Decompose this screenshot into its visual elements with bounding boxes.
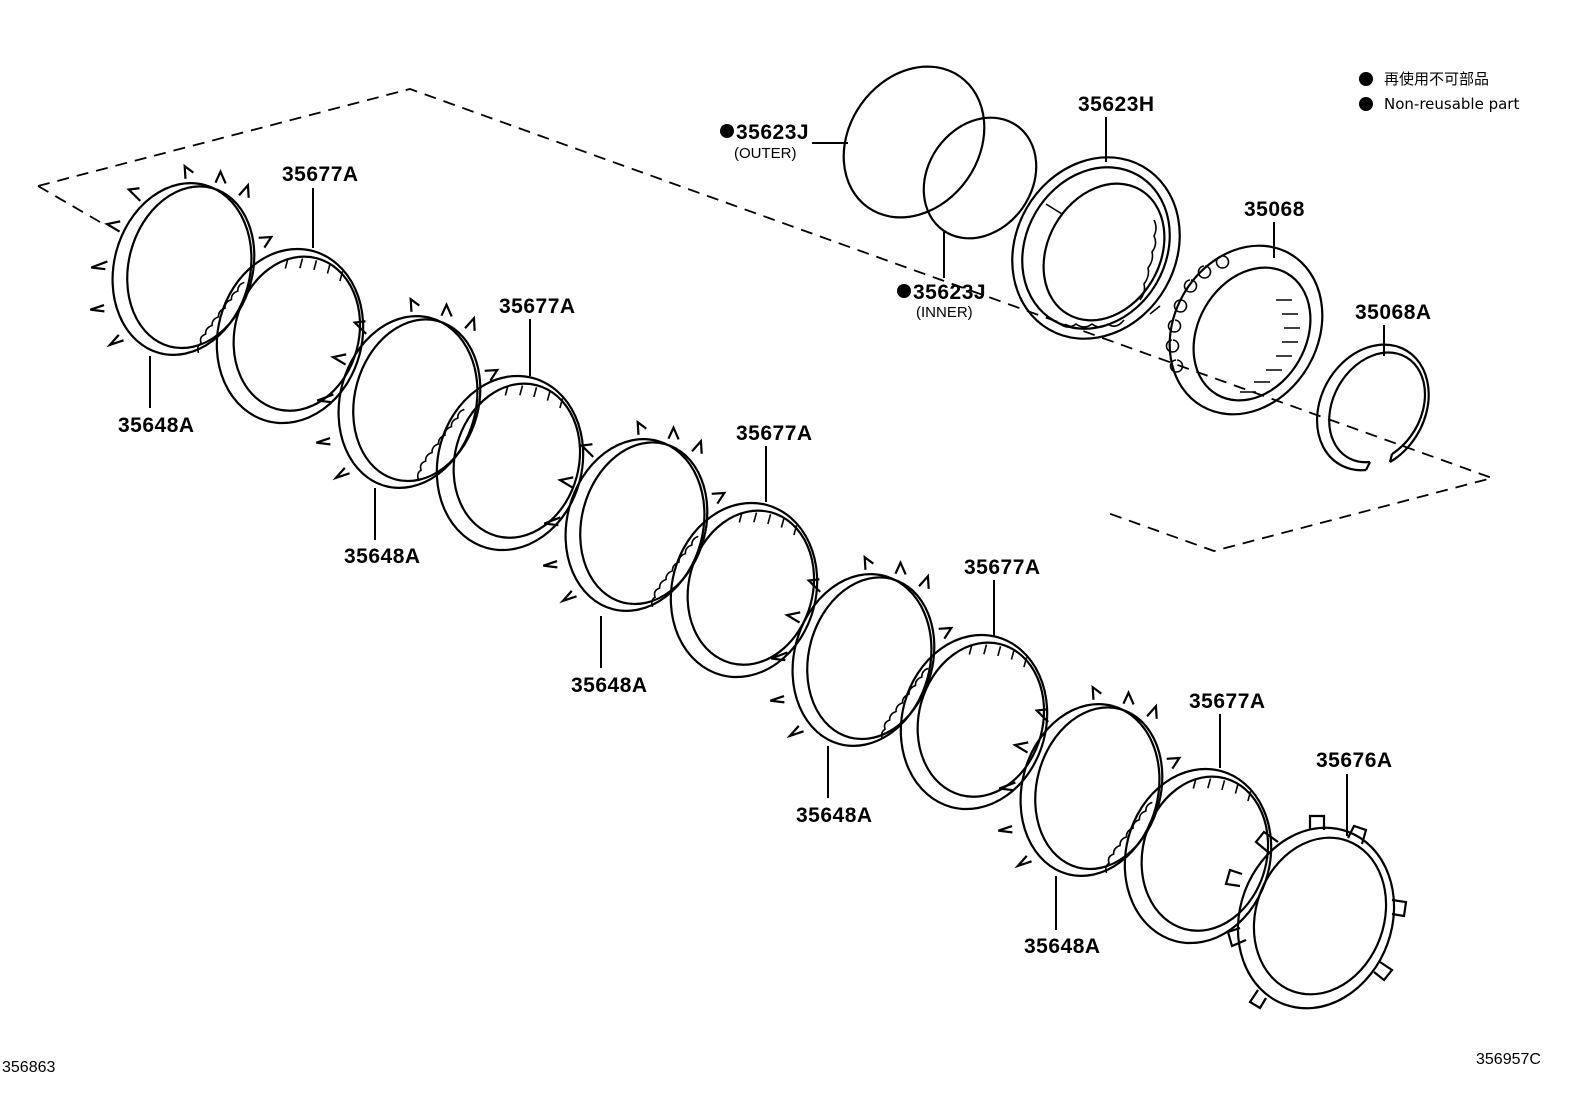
o-ring-inner: [922, 116, 1038, 240]
label-35648a: 35648A: [571, 674, 648, 697]
label-35068: 35068: [1244, 198, 1305, 221]
label-35623h: 35623H: [1078, 93, 1155, 116]
steel-plate-35648a: [980, 665, 1194, 901]
non-reusable-bullet-icon: [720, 124, 734, 138]
label-35677a: 35677A: [964, 556, 1041, 579]
label-35068a: 35068A: [1355, 301, 1432, 324]
label-35623j-outer: 35623J: [736, 121, 809, 144]
label-35677a: 35677A: [736, 422, 813, 445]
figure-code-right: 356957C: [1476, 1051, 1541, 1068]
legend-jp: 再使用不可部品: [1384, 70, 1489, 88]
steel-plate-35648a: [752, 535, 966, 771]
label-35677a: 35677A: [499, 295, 576, 318]
o-ring-outer: [842, 65, 986, 219]
figure-code-left: 356863: [2, 1059, 55, 1076]
label-35677a: 35677A: [282, 163, 359, 186]
friction-disc-35677a: [1091, 747, 1292, 961]
steel-plate-35648a: [525, 400, 739, 636]
steel-plate-35648a: [298, 277, 512, 513]
friction-disc-35677a: [867, 613, 1068, 827]
dashed-frame-left: [37, 185, 101, 223]
bullet-icon: [1359, 72, 1373, 86]
label-35648a: 35648A: [118, 414, 195, 437]
friction-disc-35677a: [403, 354, 604, 568]
label-35623j-inner: 35623J: [913, 281, 986, 304]
label-inner: (INNER): [916, 304, 973, 321]
return-spring-35068: [1165, 244, 1324, 416]
dashed-frame: [37, 88, 1496, 552]
label-35677a: 35677A: [1189, 690, 1266, 713]
label-35648a: 35648A: [796, 804, 873, 827]
snap-ring-35068a: [1315, 343, 1430, 472]
bullet-icon: [1359, 97, 1373, 111]
non-reusable-bullet-icon: [897, 284, 911, 298]
piston-35623h: [1011, 156, 1181, 340]
legend-en: Non-reusable part: [1384, 95, 1519, 113]
legend: 再使用不可部品 Non-reusable part: [1359, 70, 1519, 113]
label-outer: (OUTER): [734, 145, 797, 162]
label-35676a: 35676A: [1316, 749, 1393, 772]
steel-plate-35648a: [72, 144, 286, 380]
label-35648a: 35648A: [344, 545, 421, 568]
label-35648a: 35648A: [1024, 935, 1101, 958]
